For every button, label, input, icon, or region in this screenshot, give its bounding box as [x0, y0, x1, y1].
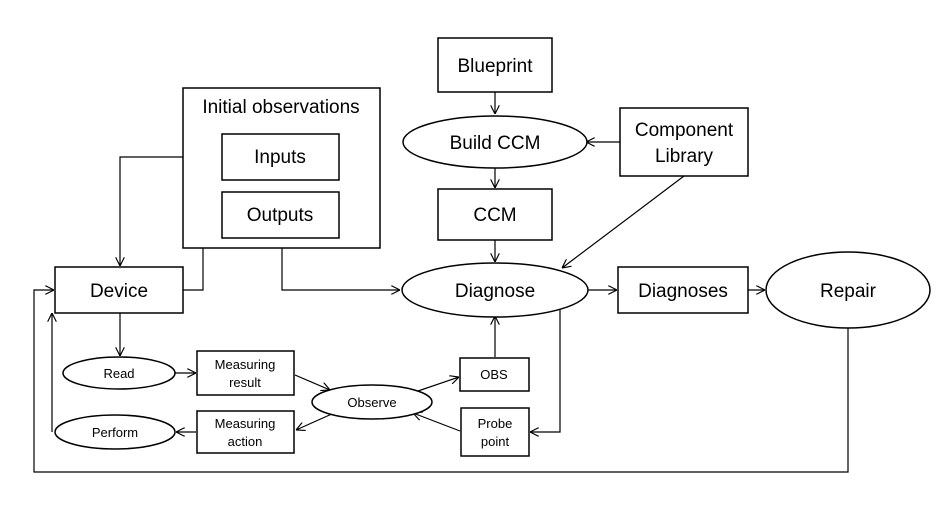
node-ccm-label: CCM	[473, 205, 516, 226]
node-measuring-result-label-line2: result	[229, 375, 261, 390]
node-outputs: Outputs	[221, 191, 340, 239]
node-diagnoses: Diagnoses	[617, 266, 749, 314]
node-component-library: Component Library	[619, 107, 749, 177]
connectors	[33, 92, 849, 473]
arrow-diagnose-to-probe-point	[530, 310, 561, 432]
node-inputs-label: Inputs	[254, 147, 306, 168]
node-device-label: Device	[90, 281, 148, 302]
node-inputs: Inputs	[221, 133, 340, 181]
node-measuring-action-label-line2: action	[228, 434, 263, 449]
node-observe-label: Observe	[347, 395, 396, 410]
node-measuring-action: Measuring action	[196, 410, 295, 454]
node-blueprint: Blueprint	[437, 37, 553, 93]
node-probe-point-label-line1: Probe	[478, 416, 513, 431]
node-diagnoses-label: Diagnoses	[638, 281, 728, 302]
arrow-observe-to-obs	[417, 377, 459, 392]
node-measuring-action-label-line1: Measuring	[215, 416, 276, 431]
node-repair-label: Repair	[820, 281, 877, 302]
node-ccm: CCM	[437, 188, 553, 241]
node-probe-point-label-line2: point	[481, 434, 510, 449]
node-measuring-result: Measuring result	[196, 350, 295, 396]
node-outputs-label: Outputs	[247, 205, 314, 226]
arrow-component-library-to-diagnose	[562, 175, 685, 268]
arrow-observe-to-measuring-action	[296, 412, 335, 430]
node-repair: Repair	[765, 251, 931, 329]
node-obs-label: OBS	[480, 367, 508, 382]
node-read-label: Read	[103, 366, 134, 381]
node-obs: OBS	[459, 357, 530, 392]
node-perform-label: Perform	[92, 425, 138, 440]
arrow-measuring-result-to-observe	[294, 374, 330, 390]
node-component-library-label-line2: Library	[655, 146, 714, 167]
node-observe: Observe	[311, 384, 433, 420]
node-perform: Perform	[54, 414, 176, 450]
node-diagnose-label: Diagnose	[455, 281, 535, 302]
node-read: Read	[62, 356, 176, 390]
group-initial-observations-label: Initial observations	[202, 97, 359, 118]
node-device: Device	[54, 266, 184, 314]
node-component-library-label-line1: Component	[635, 120, 734, 141]
node-blueprint-label: Blueprint	[458, 56, 534, 77]
node-diagnose: Diagnose	[401, 262, 589, 318]
arrow-initial-observations-to-diagnose	[281, 248, 400, 290]
arrow-repair-to-device	[33, 290, 849, 473]
arrow-probe-point-to-observe	[413, 413, 461, 432]
node-build-ccm-label: Build CCM	[450, 133, 541, 154]
node-probe-point: Probe point	[460, 407, 530, 457]
node-measuring-result-label-line1: Measuring	[215, 357, 276, 372]
node-build-ccm: Build CCM	[402, 115, 588, 169]
